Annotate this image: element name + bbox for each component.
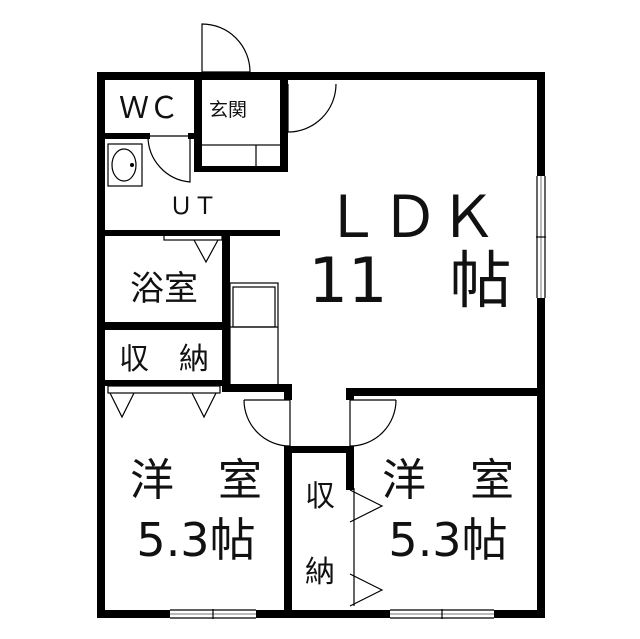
ldk-label: ＬＤＫ	[323, 183, 497, 251]
shoe-box	[199, 144, 285, 168]
storage-left-label: 収 納	[119, 342, 209, 377]
entrance-door	[201, 23, 251, 73]
ut-label: ＵＴ	[169, 192, 217, 220]
storage-mid-door-a	[349, 489, 384, 523]
windows	[170, 176, 546, 619]
kitchen-sink	[232, 286, 276, 328]
storage-mid-top-label: 収	[305, 479, 335, 514]
storage-left-door-a	[109, 392, 135, 419]
doors	[107, 23, 397, 607]
storage-mid-door-b	[349, 573, 384, 607]
western-right-label: 洋 室	[382, 455, 514, 506]
western-right-size-label: 5.3帖	[388, 513, 507, 567]
western-left-size-label: 5.3帖	[136, 513, 255, 567]
western-left-label: 洋 室	[130, 455, 262, 506]
room-labels: ＷＣ 玄関 ＵＴ ＬＤＫ 11 帖 浴室 収 納 洋 室 5.3帖 洋 室 5.…	[119, 91, 514, 590]
kitchen-counter	[229, 282, 279, 386]
wc-label: ＷＣ	[119, 91, 179, 126]
genkan-label: 玄関	[209, 99, 247, 121]
ldk-size-label: 11 帖	[309, 244, 512, 317]
walls	[97, 72, 545, 618]
bath-label: 浴室	[130, 269, 198, 309]
ldk-door	[287, 83, 337, 133]
storage-mid-bottom-label: 納	[305, 555, 335, 590]
washbasin	[107, 143, 143, 187]
bath-door	[193, 239, 219, 264]
western-right-door	[349, 399, 397, 447]
western-left-door	[243, 399, 291, 447]
storage-left-door-b	[191, 392, 217, 419]
wc-door	[147, 135, 191, 183]
